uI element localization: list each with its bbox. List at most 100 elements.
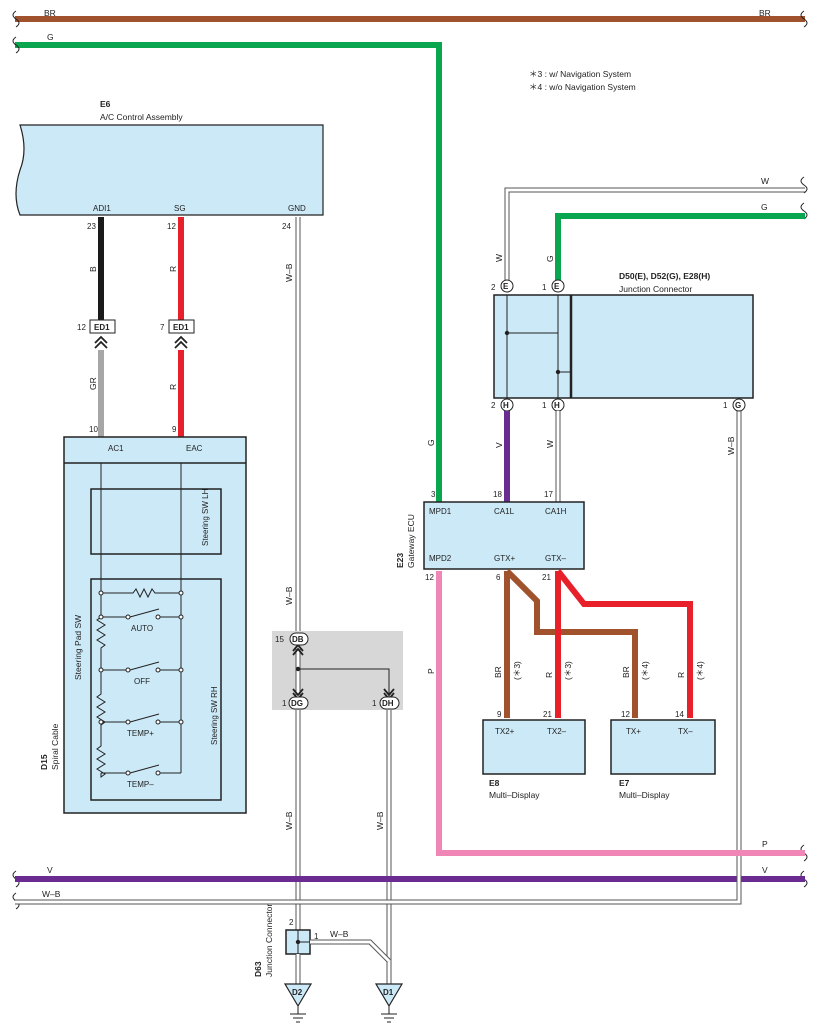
g-bus-label: G [47, 32, 54, 42]
e7-name: Multi–Display [619, 790, 670, 800]
e8-multi-display: 9 21 TX2+ TX2– E8 Multi–Display [482, 710, 586, 800]
v-bus: V V [15, 865, 805, 882]
d63-wire-color: W–B [330, 929, 349, 939]
db-pin: 15 [275, 635, 284, 644]
note-navigation: ＊3 : w/ Navigation System [529, 69, 631, 79]
wire-d63-to-dh [310, 940, 391, 963]
wb-bus: W–B W–B [15, 404, 742, 905]
e23-label-mpd2: MPD2 [429, 554, 452, 563]
e8-label-tx2m: TX2– [547, 727, 567, 736]
dh-pin: 1 [372, 699, 377, 708]
wire-e8-tx2p-note: (＊3) [512, 661, 522, 680]
junction-h2-pin: 2 [491, 401, 496, 410]
e7-multi-display: 12 14 TX+ TX– E7 Multi–Display [610, 710, 716, 800]
wire-junction-g-color: W–B [726, 436, 736, 455]
dh-code: DH [382, 699, 394, 708]
e6-pin-num-24: 24 [282, 222, 291, 231]
e6-pin-num-23: 23 [87, 222, 96, 231]
g-bus-wire [15, 42, 442, 502]
junction-title: D50(E), D52(G), E28(H) [619, 271, 710, 281]
ed1-left-chevron-icon [94, 335, 108, 349]
d63-pin-1: 1 [314, 932, 319, 941]
left-break-marks [12, 10, 20, 910]
d15-pin-num-9: 9 [172, 425, 177, 434]
wire-e2-color: W [494, 254, 504, 262]
ed1-left-code: ED1 [94, 323, 110, 332]
e7-body [610, 719, 716, 775]
d63-junction-connector: 2 1 W–B D63 Junction Connector [253, 904, 349, 977]
wire-dg-color: W–B [284, 811, 294, 830]
d15-code: D15 [39, 754, 49, 770]
wire-ac1-color: GR [88, 377, 98, 390]
ed1-connector-right: 7 ED1 [160, 319, 195, 349]
e23-code: E23 [395, 553, 405, 568]
dg-code: DG [291, 699, 303, 708]
steering-sw-lh [90, 488, 222, 555]
e23-gateway-ecu: 3 18 17 MPD1 CA1L CA1H MPD2 GTX+ GTX– 12… [395, 490, 585, 582]
e23-pin-gtxm: 21 [542, 573, 551, 582]
e23-pin-gtxp: 6 [496, 573, 501, 582]
wire-gtxm-e7-red [555, 569, 693, 718]
steering-sw-rh-label: Steering SW RH [210, 686, 219, 745]
ed1-connector-left: 12 ED1 [77, 319, 116, 349]
d2-ground-icon [283, 983, 313, 1008]
g-bus: G [15, 32, 442, 502]
d1-code: D1 [383, 988, 394, 997]
wire-e7-txm-note: (＊4) [695, 661, 705, 680]
switch-contacts [98, 590, 184, 776]
wire-ca1l-color: V [494, 442, 504, 448]
br-bus-label-right: BR [759, 8, 771, 18]
wire-db-color: W–B [284, 586, 294, 605]
wire-e8-tx2p-color: BR [493, 666, 503, 678]
e7-pin-14: 14 [675, 710, 684, 719]
d2-code: D2 [292, 988, 303, 997]
d63-pin-2: 2 [289, 918, 294, 927]
ground-d1: D1 [374, 983, 404, 1023]
wb-bus-label: W–B [42, 889, 61, 899]
ground-d2: D2 [283, 983, 313, 1023]
e8-body [482, 719, 586, 775]
wire-adi1-color: B [88, 266, 98, 272]
junction-g1-code: G [735, 401, 741, 410]
e6-pin-label-adi1: ADI1 [93, 204, 111, 213]
junction-h1-pin: 1 [542, 401, 547, 410]
wire-gtxp-e7-brown [504, 568, 638, 718]
e23-pin-mpd1: 3 [431, 490, 436, 499]
wire-e7-txm-color: R [676, 672, 686, 678]
db-dg-dh-connector-block: 15 DB 1 DG 1 DH [272, 631, 403, 710]
junction-h1-code: H [554, 401, 560, 410]
junction-g1-pin: 1 [723, 401, 728, 410]
switch-off-label: OFF [134, 677, 150, 686]
v-bus-label-left: V [47, 865, 53, 875]
wire-mpd1-color: G [426, 439, 436, 446]
e6-pin-label-sg: SG [174, 204, 186, 213]
e8-pin-9: 9 [497, 710, 502, 719]
wire-mpd2-pink [436, 571, 805, 856]
junction-name: Junction Connector [619, 284, 692, 294]
wb-bus-wire [15, 404, 741, 904]
ed1-right-pin: 7 [160, 323, 165, 332]
wire-e8-tx2m-note: (＊3) [563, 661, 573, 680]
e23-pin-mpd2: 12 [425, 573, 434, 582]
wire-e7-txp-color: BR [621, 666, 631, 678]
right-break-marks [800, 10, 808, 888]
e7-code: E7 [619, 778, 630, 788]
g-top-wire [555, 213, 805, 282]
e8-code: E8 [489, 778, 500, 788]
e23-label-mpd1: MPD1 [429, 507, 452, 516]
d63-name: Junction Connector [264, 904, 274, 977]
dg-pin: 1 [282, 699, 287, 708]
e6-name: A/C Control Assembly [100, 112, 183, 122]
d1-ground-icon [374, 983, 404, 1008]
e7-pin-12: 12 [621, 710, 630, 719]
d15-pin-num-10: 10 [89, 425, 98, 434]
wire-ca1h-color: W [545, 440, 555, 448]
note-no-navigation: ＊4 : w/o Navigation System [529, 82, 636, 92]
switch-network [96, 463, 182, 778]
e23-label-gtxm: GTX– [545, 554, 566, 563]
e8-pin-21: 21 [543, 710, 552, 719]
wire-mpd2-color: P [426, 668, 436, 674]
e6-pin-label-gnd: GND [288, 204, 306, 213]
wire-eac-color: R [168, 384, 178, 390]
e23-label-gtxp: GTX+ [494, 554, 515, 563]
